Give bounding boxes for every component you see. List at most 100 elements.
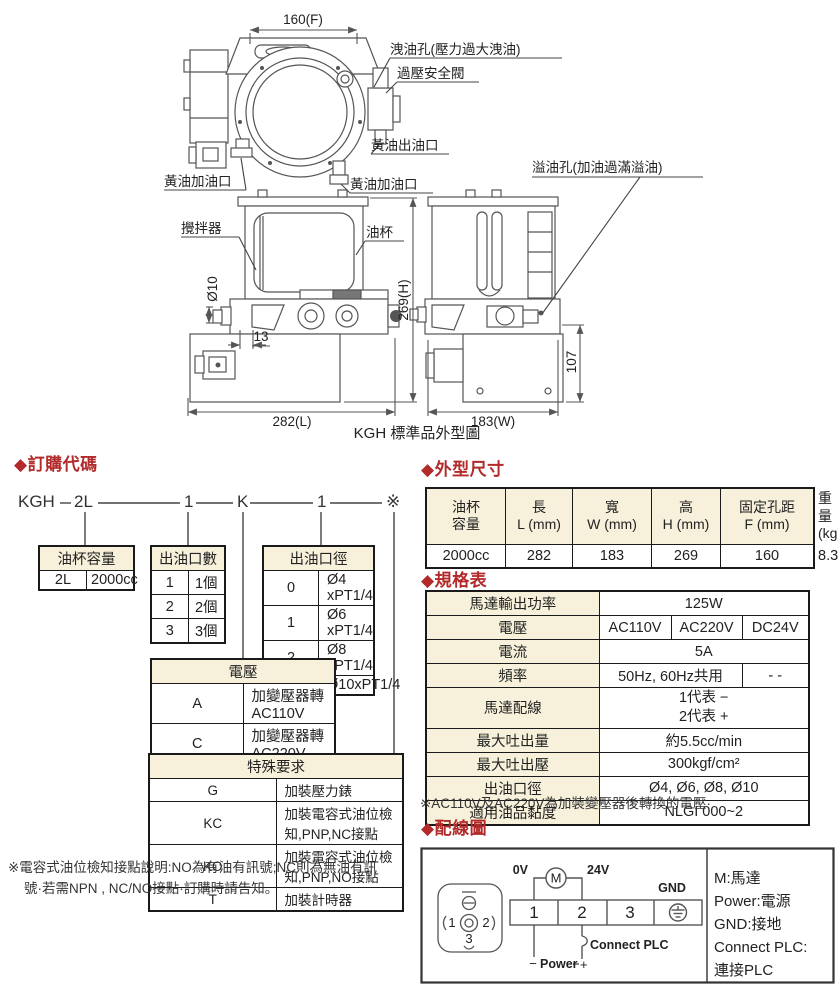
spec-value: AC110V [598, 615, 672, 640]
order-code-heading: ◆訂購代碼 [14, 455, 98, 474]
motor-label: M [551, 871, 562, 886]
legend-power: Power:電源 [714, 893, 791, 910]
dim-13-label: 13 [253, 329, 268, 344]
width-value: 183 [572, 543, 652, 568]
fixing-pitch-value: 160 [720, 543, 814, 568]
spec-note: ※AC110V及AC220V為加裝變壓器後轉換的電壓· [420, 796, 711, 811]
wiring-text: M 0V 24V GND 1 2 3 Connect PLC − Power + [513, 863, 686, 972]
spec-label: 頻率 [425, 663, 600, 688]
terminal-1-label: 1 [529, 903, 538, 922]
value-cell: 加裝電容式油位檢知,PNP,NO接點 [275, 844, 404, 888]
wiring-diagram: 1 2 3 M 0V [420, 847, 835, 984]
code-part-voltage: K [237, 492, 249, 511]
spec-label: 出油口徑 [425, 775, 600, 801]
24v-label: 24V [587, 863, 610, 877]
col-capacity: 油杯 容量 [425, 487, 506, 545]
code-cell: 1 [262, 605, 319, 641]
spec-value: DC24V [741, 615, 810, 640]
code-part-special: ※ [386, 492, 401, 511]
spec-value: 5A [598, 639, 810, 664]
code-cell: 3 [150, 618, 189, 644]
code-cell: A [150, 683, 244, 724]
table-row: KC 加裝電容式油位檢知,PNP,NC接點 [148, 801, 404, 845]
gnd-label: GND [658, 881, 686, 895]
din-connector-icon [437, 883, 503, 953]
code-part-outlet-count: 1 [184, 492, 194, 511]
wiring-legend: M:馬達 Power:電源 GND:接地 Connect PLC: 連接PLC [714, 867, 807, 982]
drawing-caption: KGH 標準品外型圖 [354, 425, 481, 442]
zero-volt-label: 0V [513, 863, 529, 877]
legend-connect-plc: Connect PLC: [714, 939, 808, 956]
dimensions-table: 油杯 容量 長 L (mm) 寬 W (mm) 高 H (mm) 固定孔距 F … [425, 487, 838, 569]
power-label: Power [540, 957, 578, 971]
col-length: 長 L (mm) [505, 487, 573, 545]
leak-hole-label: 洩油孔(壓力過大洩油) [390, 42, 521, 57]
value-cell: 2000cc [86, 570, 138, 591]
table-row: KO 加裝電容式油位檢知,PNP,NO接點 [148, 844, 404, 888]
code-part-capacity: 2L [74, 492, 93, 511]
spec-value: AC220V [670, 615, 743, 640]
outlet-count-table: 出油口數 1 1個 2 2個 3 3個 [150, 545, 226, 644]
spec-value: - - [741, 663, 810, 688]
legend-connect-plc-zh: 連接PLC [714, 962, 774, 979]
oil-cup-label: 油杯 [366, 225, 393, 240]
table-row: 3 3個 [150, 618, 226, 644]
spec-value: Ø4, Ø6, Ø8, Ø10 [598, 775, 810, 801]
safety-valve-label: 過壓安全閥 [397, 65, 465, 81]
pump-front-view [189, 189, 402, 403]
legend-motor: M:馬達 [714, 870, 761, 887]
order-note-line1: ※電容式油位檢知接點說明:NO為有油有訊號;NC則為無油有訊 [8, 860, 378, 875]
outline-drawing: 160(F) 洩油孔(壓力過大洩油) 過壓安全閥 黃油出油口 黃油加油口 黃油加… [164, 12, 703, 442]
table-row: T 加裝計時器 [148, 887, 404, 912]
grease-outlet-label: 黃油出油口 [371, 138, 439, 153]
table-row: 電壓 AC110V AC220V DC24V [425, 615, 810, 640]
table-row: 頻率 50Hz, 60Hz共用 - - [425, 663, 810, 688]
grease-fill-mid-label: 黃油加油口 [350, 177, 418, 192]
spec-table: 馬達輸出功率 125W 電壓 AC110V AC220V DC24V 電流 5A… [425, 590, 810, 826]
dimension-lines [187, 26, 584, 416]
terminal-3-label: 3 [625, 903, 634, 922]
outlet-dia-header: 出油口徑 [262, 545, 375, 571]
pump-top-view [183, 37, 401, 185]
value-cell: 加裝電容式油位檢知,PNP,NC接點 [275, 801, 404, 845]
col-height: 高 H (mm) [651, 487, 721, 545]
table-header-row: 油杯 容量 長 L (mm) 寬 W (mm) 高 H (mm) 固定孔距 F … [425, 487, 838, 545]
dim-w-label: 183(W) [471, 414, 515, 429]
order-code-connectors [60, 502, 395, 753]
pin-2-label: 2 [482, 915, 489, 930]
dim-f-label: 160(F) [283, 12, 323, 27]
dim-l-label: 282(L) [272, 414, 311, 429]
code-cell: T [148, 887, 277, 912]
spec-label: 馬達輸出功率 [425, 590, 600, 616]
pin-3-label: 3 [465, 931, 472, 946]
value-cell: 加變壓器轉AC110V [242, 683, 336, 724]
code-cell: KC [148, 801, 277, 845]
order-note-line2: 號·若需NPN , NC/NO接點·訂購時請告知。 [24, 881, 279, 896]
dim-h-label: 269(H) [396, 279, 411, 320]
table-row: 馬達輸出功率 125W [425, 590, 810, 616]
table-row: 適用油品黏度 NLGI 000~2 [425, 799, 810, 826]
pin-1-label: 1 [448, 915, 455, 930]
code-cell: G [148, 778, 277, 802]
connect-plc-label: Connect PLC [590, 938, 668, 952]
table-row: 2 2個 [150, 594, 226, 619]
dim-dia10-label: Ø10 [205, 276, 220, 302]
table-row: 馬達配線 1代表 − 2代表 + [425, 687, 810, 729]
value-cell: 加裝壓力錶 [275, 778, 404, 802]
spec-heading: ◆規格表 [421, 571, 488, 590]
spec-label: 電流 [425, 639, 600, 664]
cup-capacity-table: 油杯容量 2L 2000cc [38, 545, 138, 591]
table-row: 出油口徑 Ø4, Ø6, Ø8, Ø10 [425, 775, 810, 801]
table-row: A 加變壓器轉AC110V [150, 683, 336, 724]
table-row: 2L 2000cc [38, 570, 138, 591]
stirrer-label: 攪拌器 [181, 221, 222, 236]
code-part-outlet-dia: 1 [317, 492, 327, 511]
spec-value: 50Hz, 60Hz共用 [598, 663, 743, 688]
value-cell: Ø4 xPT1/4 [318, 570, 375, 606]
spec-value: NLGI 000~2 [598, 799, 810, 826]
capacity-value: 2000cc [425, 543, 506, 568]
cup-capacity-header: 油杯容量 [38, 545, 135, 571]
terminal-2-label: 2 [577, 903, 586, 922]
col-fixing-pitch: 固定孔距 F (mm) [720, 487, 814, 545]
